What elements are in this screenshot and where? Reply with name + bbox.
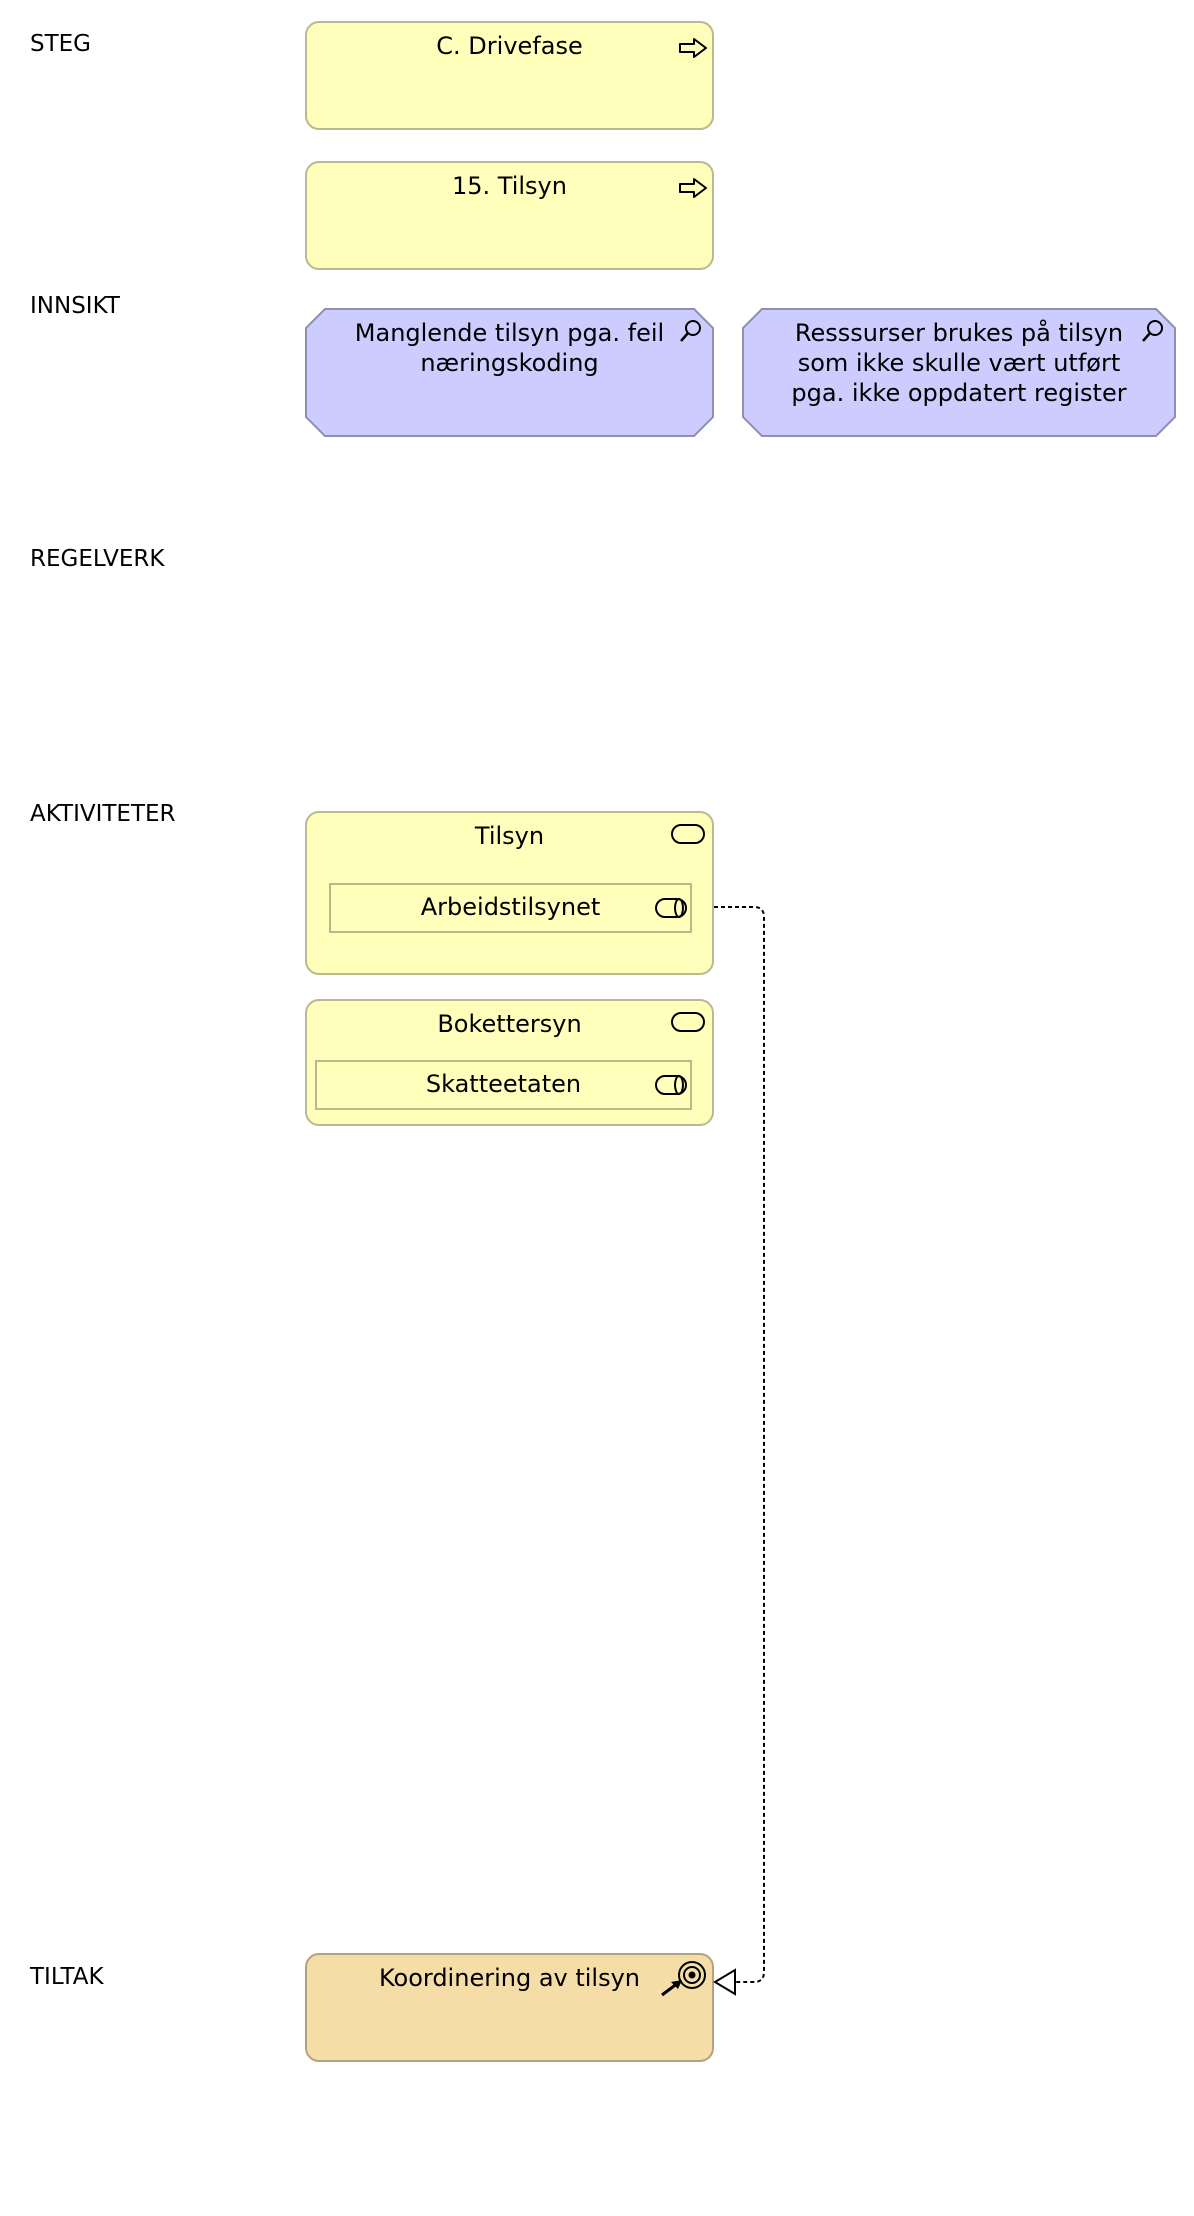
service-icon	[671, 824, 705, 844]
lane-label-steg: STEG	[30, 31, 92, 57]
actor-box-skatteetaten[interactable]: Skatteetaten	[315, 1060, 692, 1110]
interface-icon	[655, 1075, 687, 1095]
insight-shape	[742, 308, 1176, 437]
process-arrow-icon	[679, 38, 707, 58]
goal-target-icon	[661, 1961, 706, 1997]
lane-label-regelverk: REGELVERK	[30, 546, 165, 572]
process-arrow-icon	[679, 178, 707, 198]
lane-label-innsikt: INNSIKT	[30, 293, 120, 319]
measure-title: Koordinering av tilsyn	[378, 1964, 641, 1992]
magnifier-icon	[680, 320, 701, 342]
service-title-bokettersyn: Bokettersyn	[437, 1010, 582, 1038]
magnifier-icon	[1142, 320, 1163, 342]
service-box-tilsyn[interactable]: Tilsyn Arbeidstilsynet	[305, 811, 714, 975]
step-title: 15. Tilsyn	[452, 172, 567, 200]
insight-shape	[305, 308, 714, 437]
insight-text-2: Resssurser brukes på tilsyn som ikke sku…	[791, 319, 1127, 407]
insight-box-1[interactable]: Manglende tilsyn pga. feil næringskoding	[305, 308, 714, 437]
interface-icon	[655, 898, 687, 918]
lane-label-aktiviteter: AKTIVITETER	[30, 801, 176, 827]
measure-box[interactable]: Koordinering av tilsyn	[305, 1953, 714, 2062]
lane-label-tiltak: TILTAK	[30, 1964, 104, 1990]
insight-box-2[interactable]: Resssurser brukes på tilsyn som ikke sku…	[742, 308, 1176, 437]
service-title-tilsyn: Tilsyn	[474, 822, 545, 850]
service-icon	[671, 1012, 705, 1032]
step-box[interactable]: 15. Tilsyn	[305, 161, 714, 270]
insight-text-1: Manglende tilsyn pga. feil næringskoding	[354, 319, 665, 377]
actor-box-arbeidstilsynet[interactable]: Arbeidstilsynet	[329, 883, 692, 933]
phase-title: C. Drivefase	[436, 32, 583, 60]
phase-box[interactable]: C. Drivefase	[305, 21, 714, 130]
actor-name-arbeidstilsynet: Arbeidstilsynet	[420, 893, 601, 921]
actor-name-skatteetaten: Skatteetaten	[425, 1070, 582, 1098]
service-box-bokettersyn[interactable]: Bokettersyn Skatteetaten	[305, 999, 714, 1126]
